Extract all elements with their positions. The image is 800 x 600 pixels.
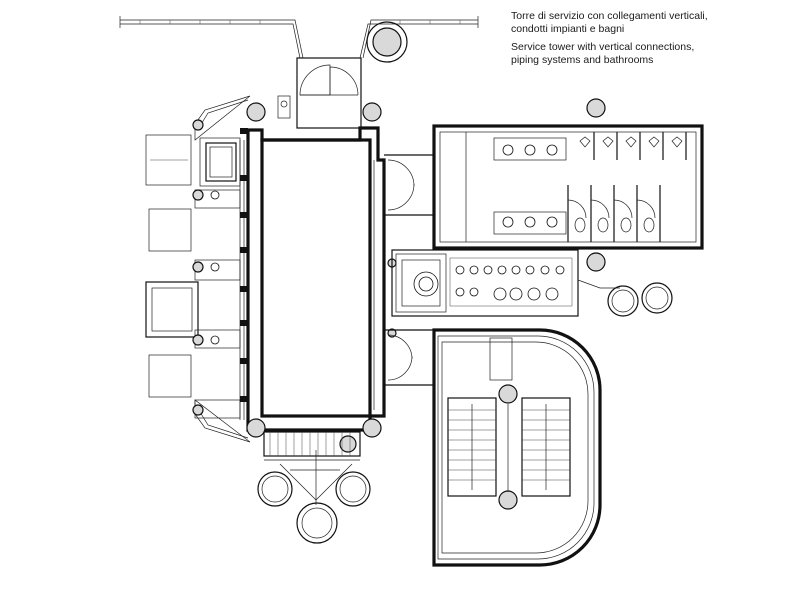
stair-hall: [432, 328, 602, 567]
piping-room: [391, 249, 579, 317]
top-bridge: [119, 16, 479, 59]
main-core: [239, 126, 386, 432]
right-pods: [577, 279, 673, 317]
caption-italian-line2: condotti impianti e bagni: [511, 23, 625, 35]
caption-italian-line1: Torre di servizio con collegamenti verti…: [511, 10, 708, 22]
caption-english: Service tower with vertical connections,…: [511, 41, 791, 67]
right-corridors: [383, 154, 434, 386]
plan-caption: Torre di servizio con collegamenti verti…: [511, 10, 791, 72]
caption-italian: Torre di servizio con collegamenti verti…: [511, 10, 791, 36]
structural-columns: [246, 98, 606, 510]
caption-english-line2: piping systems and bathrooms: [511, 54, 654, 66]
left-wings: [145, 95, 251, 443]
caption-english-line1: Service tower with vertical connections,: [511, 41, 695, 53]
bottom-entrance: [257, 431, 371, 544]
top-round-element: [366, 21, 408, 63]
entrance-vestibule: [277, 57, 362, 129]
bathroom-block: [432, 124, 704, 250]
